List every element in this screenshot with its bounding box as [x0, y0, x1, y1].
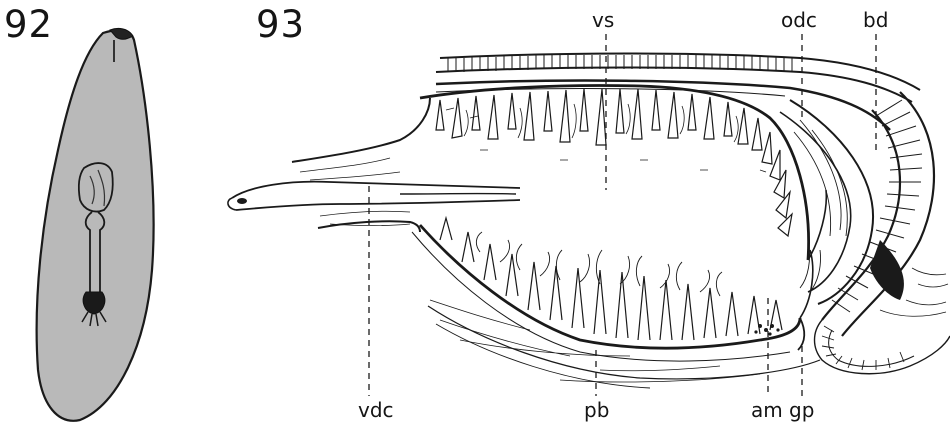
bursa-dark-tissue	[870, 240, 904, 300]
upper-villi-detail	[464, 104, 738, 142]
figure-93-section	[228, 34, 950, 396]
posterior-fold	[800, 190, 826, 318]
worm-body-outline	[37, 30, 154, 420]
anterior-duct-upper	[292, 98, 430, 162]
bulb-wall-lower	[420, 225, 800, 348]
anterior-tube-outer	[232, 182, 520, 198]
anterior-fibers	[300, 158, 410, 226]
anterior-tip-dot	[237, 198, 247, 204]
lower-dark-cells	[754, 324, 779, 336]
oviduct-fibers	[794, 120, 847, 292]
upper-villi	[436, 89, 792, 236]
ventral-body-wall	[428, 306, 820, 379]
anterior-tip	[228, 198, 236, 210]
lower-villi	[440, 218, 782, 340]
anterior-tube-inner	[236, 200, 520, 210]
connective-tissue-stipple	[430, 108, 766, 382]
figure-92-worm	[37, 28, 154, 420]
